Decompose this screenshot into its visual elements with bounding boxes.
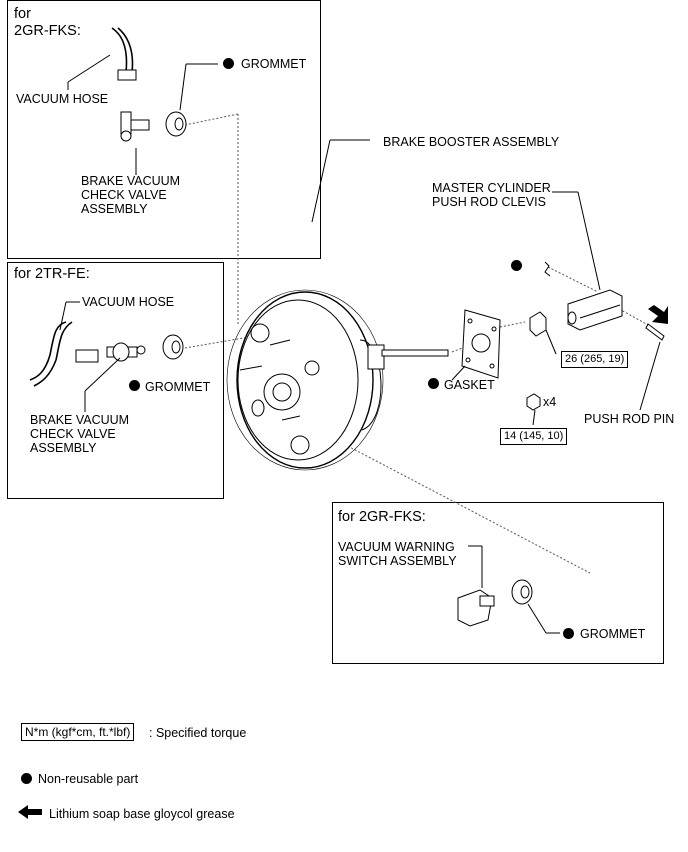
label-grommet-bottom: GROMMET <box>580 627 646 641</box>
inset-title-2gr-fks-bottom: for 2GR-FKS: <box>338 509 426 525</box>
inset-2tr-fe <box>7 262 224 499</box>
label-gasket: GASKET <box>444 378 495 392</box>
label-vacuum-warning-switch: VACUUM WARNING SWITCH ASSEMBLY <box>338 540 457 568</box>
torque-nut-clevis: 26 (265, 19) <box>561 351 629 368</box>
non-reusable-icon <box>511 260 522 271</box>
inset-title-2gr-fks-top: for 2GR-FKS: <box>14 6 81 39</box>
label-master-cyl-clevis: MASTER CYLINDER PUSH ROD CLEVIS <box>432 181 551 209</box>
non-reusable-icon <box>428 378 439 389</box>
label-vacuum-hose-top: VACUUM HOSE <box>16 92 109 106</box>
non-reusable-icon <box>223 58 234 69</box>
legend-torque-desc: : Specified torque <box>149 726 247 740</box>
label-grommet-top: GROMMET <box>241 57 307 71</box>
legend-torque-box: N*m (kgf*cm, ft.*lbf) <box>21 723 135 741</box>
legend-non-reusable-icon <box>21 773 32 784</box>
non-reusable-icon <box>129 380 140 391</box>
non-reusable-icon <box>563 628 574 639</box>
inset-2gr-fks-top <box>7 0 321 259</box>
label-check-valve-2tr: BRAKE VACUUM CHECK VALVE ASSEMBLY <box>30 413 130 455</box>
label-check-valve-top: BRAKE VACUUM CHECK VALVE ASSEMBLY <box>81 174 181 216</box>
legend-non-reusable: Non-reusable part <box>38 772 139 786</box>
inset-2gr-fks-bottom <box>332 502 664 664</box>
label-push-rod-pin: PUSH ROD PIN <box>584 412 675 426</box>
label-vacuum-hose-2tr: VACUUM HOSE <box>82 295 175 309</box>
torque-booster-nuts: 14 (145, 10) <box>500 428 568 445</box>
label-brake-booster: BRAKE BOOSTER ASSEMBLY <box>383 135 560 149</box>
inset-title-2tr-fe: for 2TR-FE: <box>14 266 90 282</box>
label-quantity: x4 <box>543 395 557 409</box>
legend-grease: Lithium soap base gloycol grease <box>49 807 235 821</box>
label-grommet-2tr: GROMMET <box>145 380 211 394</box>
